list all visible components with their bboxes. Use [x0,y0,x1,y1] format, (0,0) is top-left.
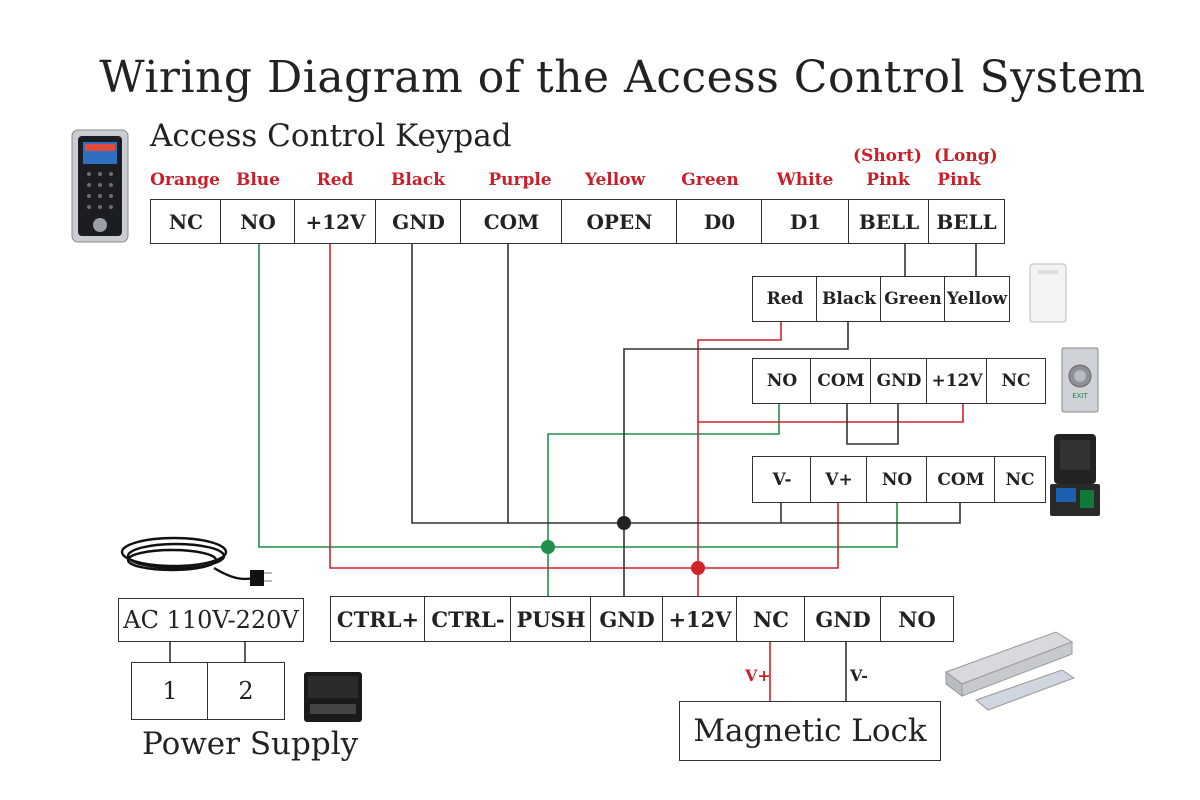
wire-color-label: White [776,170,834,190]
wire-color-label: Blue [235,170,280,190]
keypad-terminal: COM [460,199,563,244]
bell-note-short: (Short) [853,146,922,166]
controller-terminal: PUSH [510,596,592,642]
magnetic-lock-box: Magnetic Lock [679,701,941,761]
exit-terminal: NO [752,358,812,404]
power-supply-device-icon [304,672,362,722]
keypad-terminal: GND [375,199,462,244]
wire-color-label: Green [681,170,739,190]
wire-color-label: Orange [150,170,220,190]
controller-terminal: GND [590,596,664,642]
power-terminal: 1 [131,662,209,720]
controller-terminal: NC [736,596,806,642]
keypad-device-icon [71,129,129,243]
receiver-terminal: NC [994,456,1046,503]
wire-color-label: Pink [866,170,910,190]
keypad-terminal: D1 [761,199,850,244]
lock-vminus-label: V- [850,666,868,685]
controller-terminal: GND [804,596,882,642]
receiver-terminal: V+ [810,456,868,503]
controller-terminal: NO [880,596,954,642]
doorbell-terminal: Black [816,276,882,322]
wire-lock-12v [697,322,782,596]
bell-note-long: (Long) [934,146,998,166]
wire-exit-12v [698,404,964,423]
receiver-terminal: NO [866,456,928,503]
doorbell-device-icon [1029,263,1067,323]
ac-input-box: AC 110V-220V [118,598,304,642]
keypad-terminal: +12V [294,199,377,244]
wire-keypad-gnd [411,244,961,524]
keypad-terminal: NC [150,199,222,244]
wire-color-label: Pink [937,170,981,190]
magnetic-lock-device-icon [944,631,1076,711]
exit-terminal: NC [986,358,1046,404]
receiver-terminal: COM [926,456,996,503]
power-terminal: 2 [207,662,285,720]
power-supply-label: Power Supply [142,726,359,762]
junction-black [617,516,631,530]
keypad-terminal: D0 [676,199,763,244]
keypad-terminal: NO [220,199,296,244]
wire-keypad-no [258,244,898,548]
wire-exit-no [547,404,780,596]
exit-terminal: GND [870,358,928,404]
wire-exit-com [846,404,899,445]
controller-terminal: +12V [662,596,738,642]
doorbell-terminal: Green [880,276,946,322]
exit-terminal: +12V [926,358,988,404]
lock-vplus-label: V+ [745,666,771,685]
receiver-terminal: V- [752,456,812,503]
junction-red [691,561,705,575]
wire-color-label: Black [391,170,445,190]
wire-keypad-12v [329,244,839,569]
wire-color-label: Yellow [584,170,646,190]
power-cord-icon [120,536,272,586]
diagram-title: Wiring Diagram of the Access Control Sys… [99,52,1146,103]
controller-terminal: CTRL- [424,596,512,642]
wire-color-label: Red [316,170,354,190]
remote-receiver-device-icon [1050,434,1100,516]
keypad-label: Access Control Keypad [150,118,512,154]
keypad-terminal: BELL [848,199,930,244]
exit-button-device-icon: EXIT [1061,347,1099,413]
keypad-terminal: OPEN [561,199,678,244]
doorbell-terminal: Red [752,276,818,322]
controller-terminal: CTRL+ [330,596,426,642]
wire-gnd-bus [623,322,849,596]
junction-green [541,540,555,554]
keypad-terminal: BELL [928,199,1005,244]
wire-color-label: Purple [488,170,552,190]
doorbell-terminal: Yellow [944,276,1010,322]
exit-terminal: COM [810,358,872,404]
svg-text:EXIT: EXIT [1072,392,1088,400]
